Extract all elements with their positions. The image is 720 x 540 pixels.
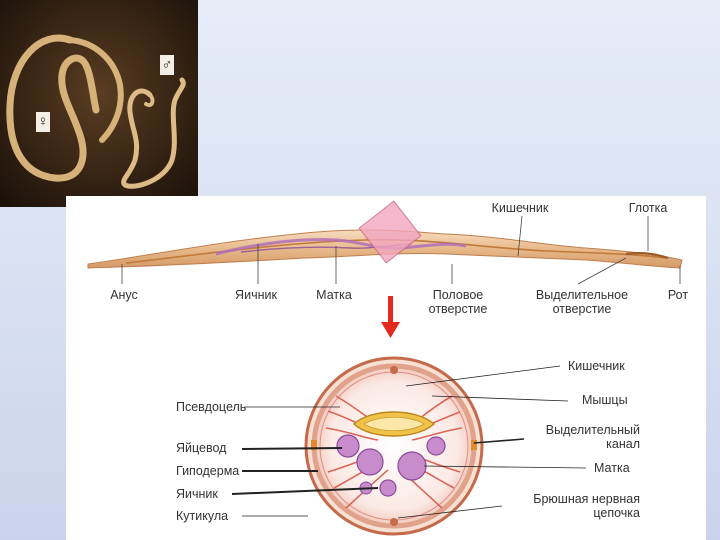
label-ovary: Яичник	[235, 288, 277, 302]
female-symbol: ♀	[36, 112, 50, 132]
label-uterus: Матка	[316, 288, 352, 302]
cs-label-ovary: Яичник	[176, 487, 218, 501]
cs-label-intestine: Кишечник	[568, 359, 625, 373]
label-excretory-pore: Выделительное отверстие	[536, 288, 628, 316]
cs-label-hypodermis: Гиподерма	[176, 464, 239, 478]
label-genital-pore: Половое отверстие	[429, 288, 488, 316]
cs-label-excretory-canal: Выделительный канал	[520, 423, 640, 451]
cross-section	[306, 358, 482, 534]
label-anus: Анус	[110, 288, 138, 302]
cs-label-ventral-cord-line1: Брюшная нервная	[533, 492, 640, 506]
label-excretory-pore-line2: отверстие	[553, 302, 612, 316]
cs-label-ventral-cord: Брюшная нервная цепочка	[510, 492, 640, 520]
label-mouth: Рот	[668, 288, 688, 302]
cs-label-oviduct: Яйцевод	[176, 441, 226, 455]
cs-label-uterus: Матка	[594, 461, 630, 475]
male-symbol: ♂	[160, 55, 174, 75]
cs-label-pseudocoel: Псевдоцель	[176, 400, 246, 414]
label-genital-pore-line1: Половое	[433, 288, 483, 302]
anatomy-figure: Кишечник Глотка Анус Яичник Матка Полово…	[66, 196, 706, 540]
cs-label-muscles: Мышцы	[582, 393, 628, 407]
cs-label-excretory-canal-line2: канал	[606, 437, 640, 451]
label-genital-pore-line2: отверстие	[429, 302, 488, 316]
roundworm-photo-image	[0, 0, 198, 207]
roundworm-photo: ♀ ♂	[0, 0, 198, 207]
label-pharynx: Глотка	[629, 201, 668, 215]
cs-label-cuticle: Кутикула	[176, 509, 228, 523]
label-excretory-pore-line1: Выделительное	[536, 288, 628, 302]
red-arrow	[381, 296, 400, 338]
cs-label-ventral-cord-line2: цепочка	[593, 506, 640, 520]
label-intestine: Кишечник	[492, 201, 549, 215]
cs-label-excretory-canal-line1: Выделительный	[546, 423, 640, 437]
